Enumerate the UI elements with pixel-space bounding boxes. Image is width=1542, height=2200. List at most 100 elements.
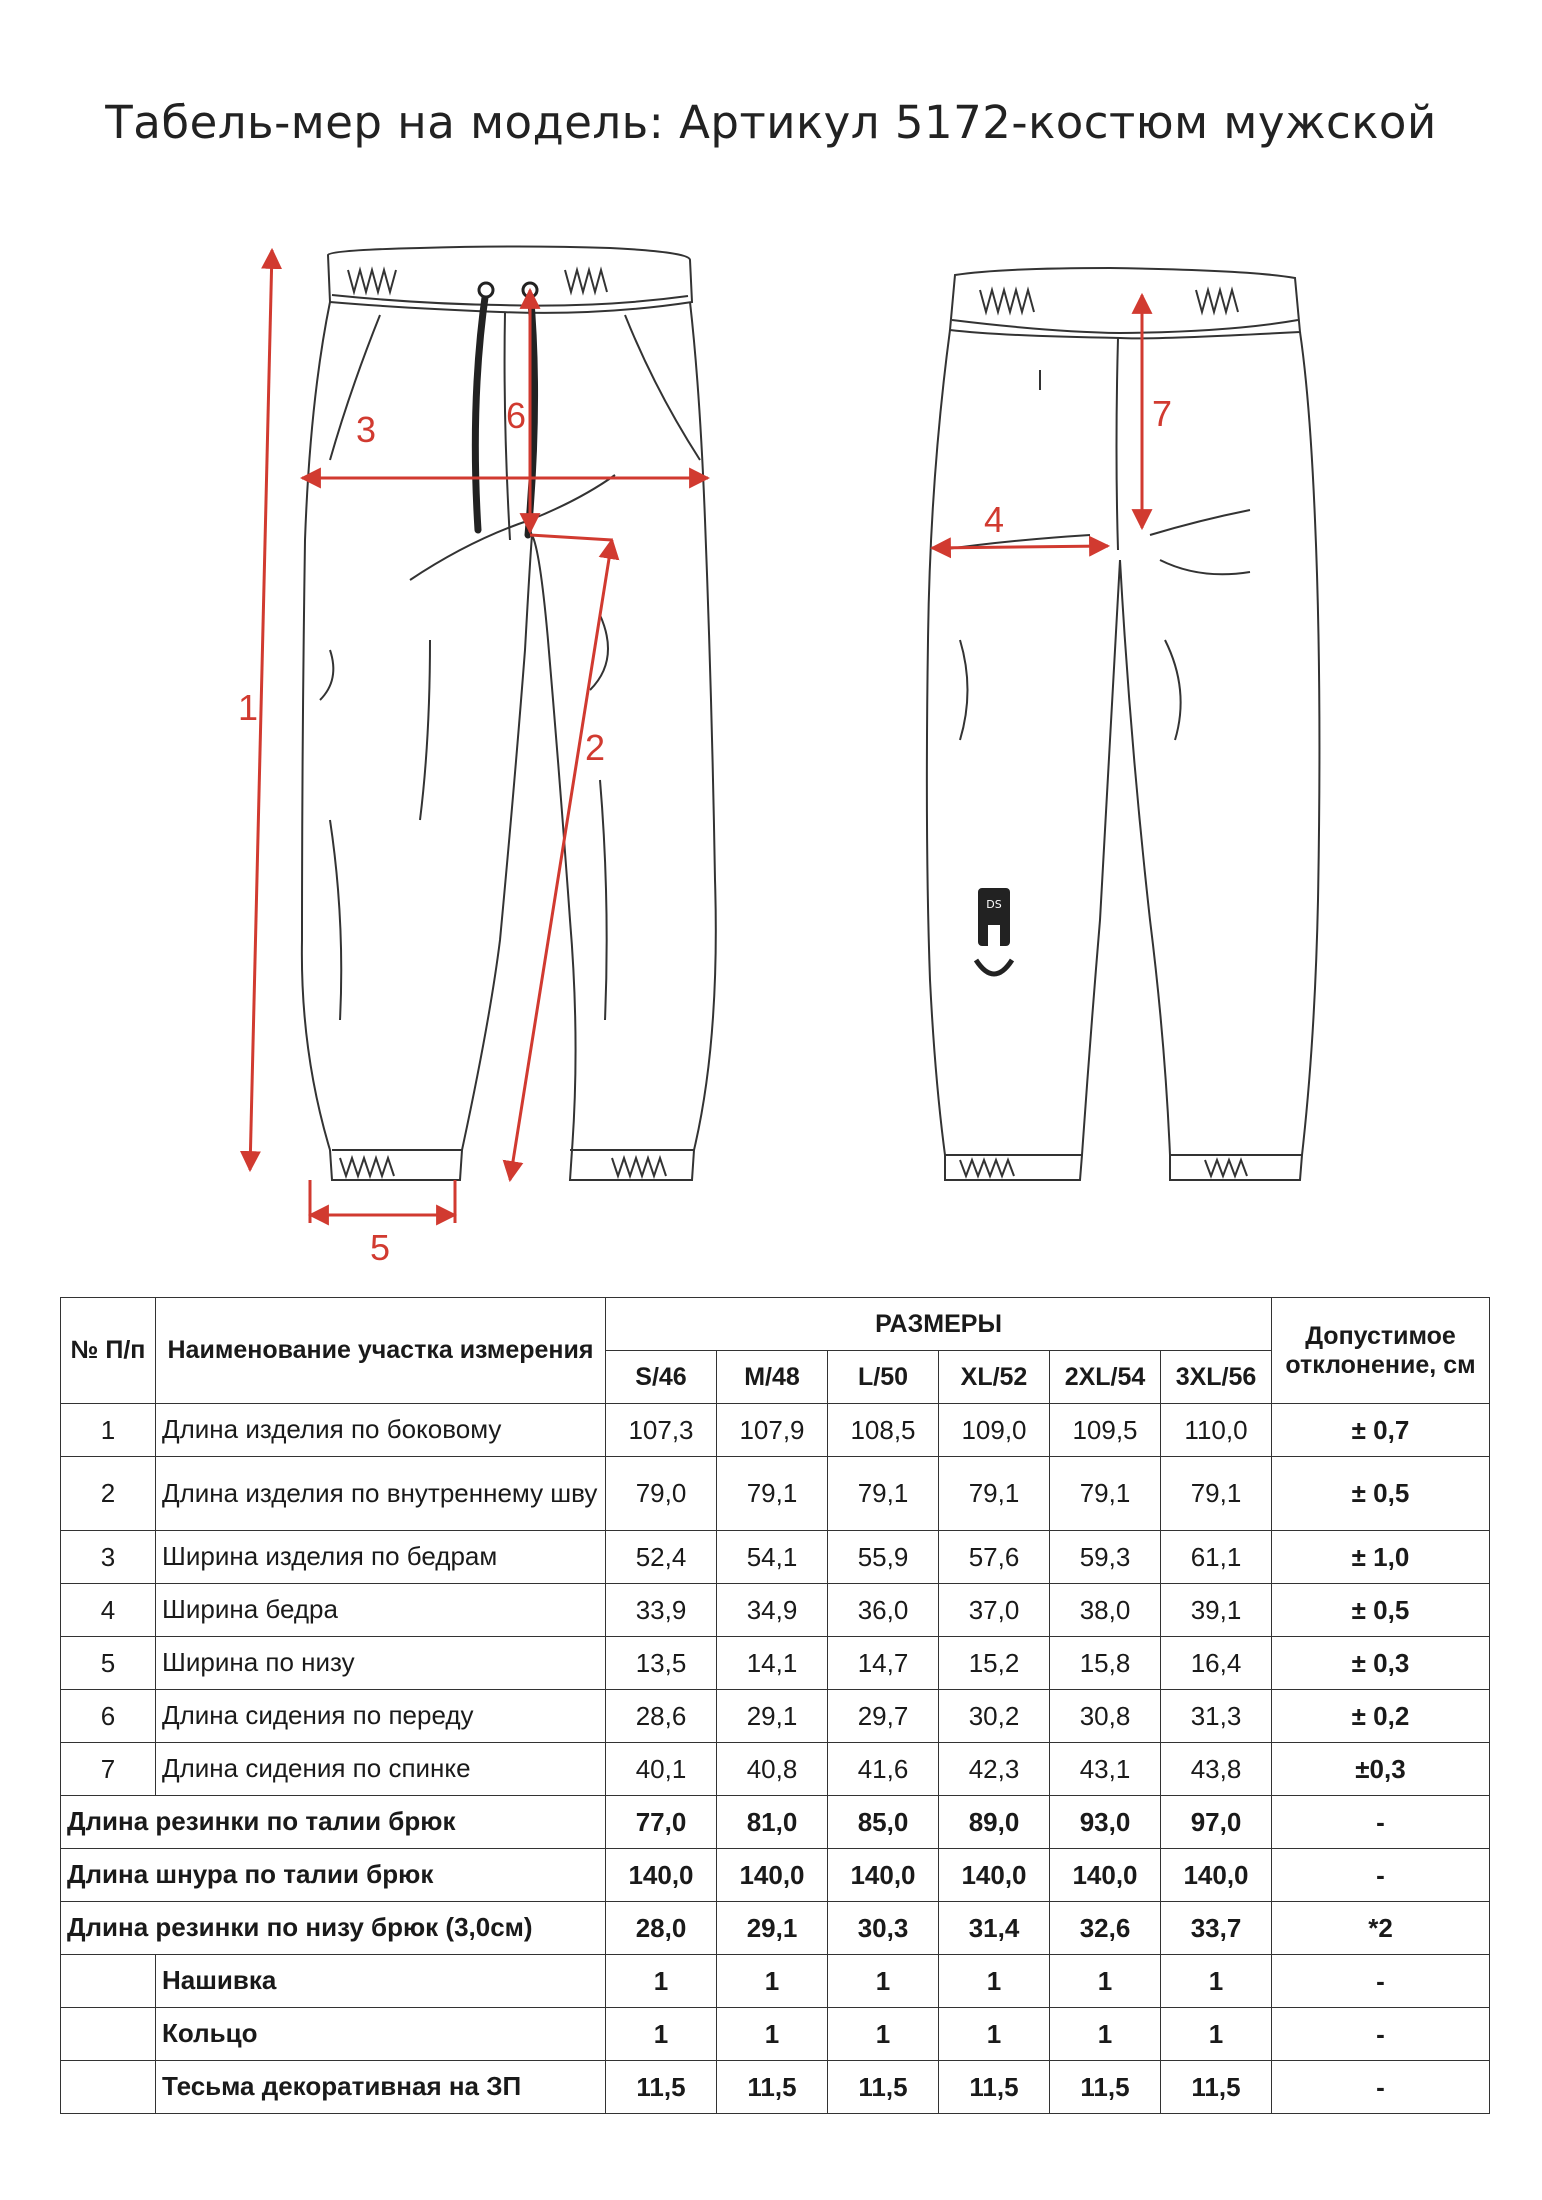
header-tolerance: Допустимое отклонение, см — [1271, 1297, 1490, 1404]
tolerance-value: - — [1271, 1848, 1490, 1902]
size-value: 81,0 — [716, 1795, 828, 1849]
row-name: Длина изделия по боковому — [155, 1403, 606, 1457]
tolerance-value: - — [1271, 2060, 1490, 2114]
size-value: 40,1 — [605, 1742, 717, 1796]
size-value: 30,2 — [938, 1689, 1050, 1743]
size-value: 89,0 — [938, 1795, 1050, 1849]
trousers-technical-drawing: DS 1 2 3 4 5 6 7 — [0, 220, 1542, 1280]
front-view — [300, 245, 717, 1181]
trousers-sketch: DS — [239, 245, 1321, 1226]
size-header: L/50 — [827, 1350, 939, 1404]
size-value: 31,3 — [1160, 1689, 1272, 1743]
size-value: 85,0 — [827, 1795, 939, 1849]
row-name: Ширина по низу — [155, 1636, 606, 1690]
size-value: 43,8 — [1160, 1742, 1272, 1796]
row-number-empty — [60, 1954, 156, 2008]
header-name: Наименование участка измерения — [155, 1297, 606, 1404]
size-value: 41,6 — [827, 1742, 939, 1796]
size-value: 1 — [716, 1954, 828, 2008]
size-value: 1 — [605, 2007, 717, 2061]
size-value: 14,7 — [827, 1636, 939, 1690]
size-value: 29,1 — [716, 1901, 828, 1955]
logo-text: DS — [986, 898, 1001, 911]
size-value: 1 — [938, 1954, 1050, 2008]
size-value: 1 — [716, 2007, 828, 2061]
size-value: 11,5 — [605, 2060, 717, 2114]
size-header: 2XL/54 — [1049, 1350, 1161, 1404]
size-value: 1 — [1160, 1954, 1272, 2008]
tolerance-value: ± 1,0 — [1271, 1530, 1490, 1584]
row-name: Длина шнура по талии брюк — [60, 1848, 606, 1902]
dimension-label-3: 3 — [356, 409, 377, 450]
size-value: 79,1 — [1160, 1456, 1272, 1531]
size-value: 55,9 — [827, 1530, 939, 1584]
size-value: 15,8 — [1049, 1636, 1161, 1690]
size-header: XL/52 — [938, 1350, 1050, 1404]
size-value: 107,3 — [605, 1403, 717, 1457]
dimension-label-2: 2 — [585, 727, 606, 768]
tolerance-value: - — [1271, 1954, 1490, 2008]
size-value: 31,4 — [938, 1901, 1050, 1955]
size-value: 33,7 — [1160, 1901, 1272, 1955]
tolerance-value: ± 0,5 — [1271, 1583, 1490, 1637]
dimension-label-5: 5 — [370, 1227, 391, 1268]
size-value: 1 — [827, 1954, 939, 2008]
size-value: 30,3 — [827, 1901, 939, 1955]
size-value: 1 — [1049, 1954, 1161, 2008]
size-value: 140,0 — [716, 1848, 828, 1902]
size-header: S/46 — [605, 1350, 717, 1404]
row-number-empty — [60, 2060, 156, 2114]
tolerance-value: *2 — [1271, 1901, 1490, 1955]
size-value: 79,1 — [1049, 1456, 1161, 1531]
size-value: 1 — [938, 2007, 1050, 2061]
size-value: 1 — [1049, 2007, 1161, 2061]
size-value: 33,9 — [605, 1583, 717, 1637]
size-value: 109,0 — [938, 1403, 1050, 1457]
size-value: 11,5 — [716, 2060, 828, 2114]
size-header: 3XL/56 — [1160, 1350, 1272, 1404]
size-value: 14,1 — [716, 1636, 828, 1690]
size-value: 43,1 — [1049, 1742, 1161, 1796]
row-number-empty — [60, 2007, 156, 2061]
size-value: 79,0 — [605, 1456, 717, 1531]
row-number: 6 — [60, 1689, 156, 1743]
dimension-label-4: 4 — [984, 499, 1005, 540]
size-value: 54,1 — [716, 1530, 828, 1584]
header-row: № П/п Наименование участка измерения РАЗ… — [60, 1297, 1490, 1404]
row-name: Тесьма декоративная на ЗП — [155, 2060, 606, 2114]
header-num: № П/п — [60, 1297, 156, 1404]
size-value: 107,9 — [716, 1403, 828, 1457]
row-number: 2 — [60, 1456, 156, 1531]
size-value: 140,0 — [827, 1848, 939, 1902]
size-value: 140,0 — [1049, 1848, 1161, 1902]
size-value: 97,0 — [1160, 1795, 1272, 1849]
row-name: Длина сидения по спинке — [155, 1742, 606, 1796]
row-number: 3 — [60, 1530, 156, 1584]
size-value: 1 — [1160, 2007, 1272, 2061]
size-value: 11,5 — [827, 2060, 939, 2114]
size-value: 15,2 — [938, 1636, 1050, 1690]
tolerance-value: ± 0,2 — [1271, 1689, 1490, 1743]
size-value: 57,6 — [938, 1530, 1050, 1584]
header-sizes-group: РАЗМЕРЫ — [605, 1297, 1272, 1351]
size-value: 38,0 — [1049, 1583, 1161, 1637]
size-value: 77,0 — [605, 1795, 717, 1849]
size-value: 11,5 — [1160, 2060, 1272, 2114]
size-value: 109,5 — [1049, 1403, 1161, 1457]
size-value: 11,5 — [938, 2060, 1050, 2114]
row-name: Ширина бедра — [155, 1583, 606, 1637]
dimension-label-7: 7 — [1152, 393, 1173, 434]
size-value: 37,0 — [938, 1583, 1050, 1637]
